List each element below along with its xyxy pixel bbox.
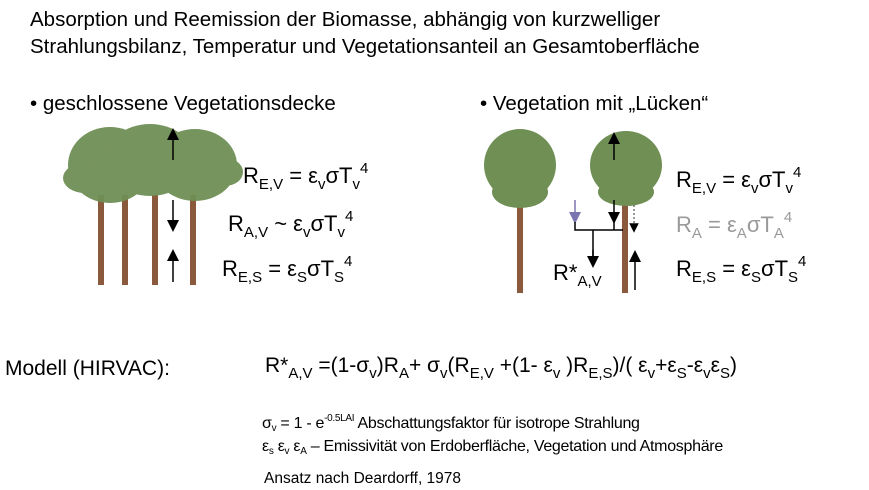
formula-part-sub: S: [334, 269, 345, 286]
formula-part-sub: A,V: [288, 365, 313, 382]
formula-part-n: R: [676, 212, 692, 237]
formula-part-sub: v: [284, 446, 290, 457]
note-source: Ansatz nach Deardorff, 1978: [264, 470, 462, 487]
formula-part-n: = ε: [283, 163, 318, 188]
formula-ra-right: RA = εAσTA4: [676, 209, 792, 242]
formula-part-n: ): [729, 354, 737, 377]
formula-re-s-left: RE,S = εSσTS4: [222, 253, 352, 286]
formula-part-sub: v: [440, 365, 448, 382]
note-emissivity: εs εv εA – Emissivität von Erdoberfläche…: [262, 438, 723, 457]
formula-part-n: R: [228, 211, 244, 236]
formula-part-sub: E,S: [588, 365, 613, 382]
formula-part-sup: 4: [793, 164, 802, 181]
formula-part-n: R*: [265, 354, 289, 377]
formula-part-sub: A: [736, 225, 747, 242]
formula-part-n: ~ ε: [268, 211, 303, 236]
formula-part-n: R: [222, 256, 238, 281]
formula-part-n: σT: [325, 163, 353, 188]
formula-part-sup: 4: [360, 160, 369, 177]
formula-ra-v-left: RA,V ~ εvσTv4: [228, 208, 353, 241]
formula-part-n: R: [243, 163, 259, 188]
formula-part-sub: v: [352, 176, 361, 193]
formula-part-n: +(1- ε: [493, 354, 553, 377]
formula-part-n: ε: [273, 438, 285, 455]
formula-part-sub: S: [296, 269, 307, 286]
formula-part-n: +ε: [655, 354, 677, 377]
formula-part-n: σT: [310, 211, 338, 236]
formula-part-n: )R: [376, 354, 399, 377]
formula-part-sub: v: [271, 423, 277, 434]
formula-part-sup: 4: [798, 253, 807, 270]
formula-part-sub: E,V: [258, 176, 284, 193]
formula-rstar-label: R*A,V: [553, 260, 602, 290]
formula-part-sub: v: [302, 224, 311, 241]
formula-part-sub: E,S: [237, 269, 263, 286]
formula-part-sub: v: [337, 224, 346, 241]
formula-part-sub: v: [750, 180, 759, 197]
formula-part-sub: v: [703, 365, 711, 382]
model-formula: R*A,V =(1-σv)RA+ σv(RE,V +(1- εv )RE,S)/…: [265, 354, 737, 382]
formula-part-sub: S: [750, 269, 761, 286]
formula-part-n: σT: [760, 256, 789, 281]
bracket-combine: [574, 222, 623, 258]
formula-part-sup: -0.5LAI: [324, 413, 355, 424]
formula-part-sub: v: [647, 365, 656, 382]
bullet-gapped-vegetation: • Vegetation mit „Lücken“: [480, 92, 709, 115]
formula-part-sub: s: [268, 446, 274, 457]
formula-part-n: = ε: [701, 212, 737, 237]
formula-part-sub: v: [317, 176, 326, 193]
formula-part-sup: 4: [783, 209, 793, 226]
formula-part-sup: 4: [345, 208, 354, 225]
title-line-2: Strahlungsbilanz, Temperatur und Vegetat…: [30, 35, 700, 58]
formula-part-n: σT: [758, 167, 786, 192]
formula-part-sup: 4: [344, 253, 353, 270]
formula-part-sub: A,V: [577, 273, 602, 290]
formula-re-v-right: RE,V = εvσTv4: [676, 164, 801, 197]
formula-part-n: )/( ε: [612, 354, 648, 377]
formula-part-n: -ε: [686, 354, 704, 377]
formula-part-sub: S: [788, 269, 799, 286]
formula-part-n: – Emissivität von Erdoberfläche, Vegetat…: [306, 438, 724, 455]
formula-part-n: σT: [306, 256, 335, 281]
formula-part-n: = 1 - e: [276, 415, 325, 432]
formula-part-n: σ: [262, 415, 272, 432]
formula-part-sub: E,S: [691, 269, 717, 286]
formula-part-sub: S: [719, 365, 730, 382]
title-line-1: Absorption und Reemission der Biomasse, …: [30, 8, 661, 31]
formula-part-sub: v: [369, 365, 377, 382]
note-sigma: σv = 1 - e-0.5LAI Abschattungsfaktor für…: [262, 413, 640, 434]
formula-part-sub: A,V: [243, 224, 269, 241]
formula-part-sub: E,V: [691, 180, 717, 197]
formula-part-n: = ε: [262, 256, 297, 281]
formula-part-sub: S: [676, 365, 687, 382]
formula-part-n: σT: [746, 212, 774, 237]
formula-re-s-right: RE,S = εSσTS4: [676, 253, 806, 286]
formula-part-sub: A: [300, 446, 307, 457]
forest-closed-canopy: [63, 124, 243, 285]
formula-part-n: = ε: [716, 256, 751, 281]
formula-part-n: Abschattungsfaktor für isotrope Strahlun…: [354, 415, 640, 432]
formula-re-v-left: RE,V = εvσTv4: [243, 160, 368, 193]
formula-part-n: R: [676, 256, 692, 281]
formula-part-sub: v: [785, 180, 794, 197]
formula-part-sub: A: [773, 225, 784, 242]
formula-part-n: R*: [553, 260, 578, 285]
formula-part-sub: E,V: [469, 365, 494, 382]
formula-part-n: (R: [447, 354, 470, 377]
formula-part-sub: v: [552, 365, 561, 382]
formula-part-n: )R: [560, 354, 589, 377]
formula-part-n: ε: [262, 438, 269, 455]
formula-part-n: = ε: [716, 167, 751, 192]
formula-part-n: R: [676, 167, 692, 192]
model-label: Modell (HIRVAC):: [5, 357, 170, 380]
formula-part-n: + σ: [408, 354, 441, 377]
formula-part-n: ε: [710, 354, 720, 377]
forest-gapped: [484, 129, 662, 293]
formula-part-n: =(1-σ: [312, 354, 370, 377]
formula-part-n: ε: [289, 438, 301, 455]
formula-part-sub: A: [398, 365, 409, 382]
formula-part-sub: A: [691, 225, 702, 242]
bullet-closed-canopy: • geschlossene Vegetationsdecke: [30, 92, 336, 115]
